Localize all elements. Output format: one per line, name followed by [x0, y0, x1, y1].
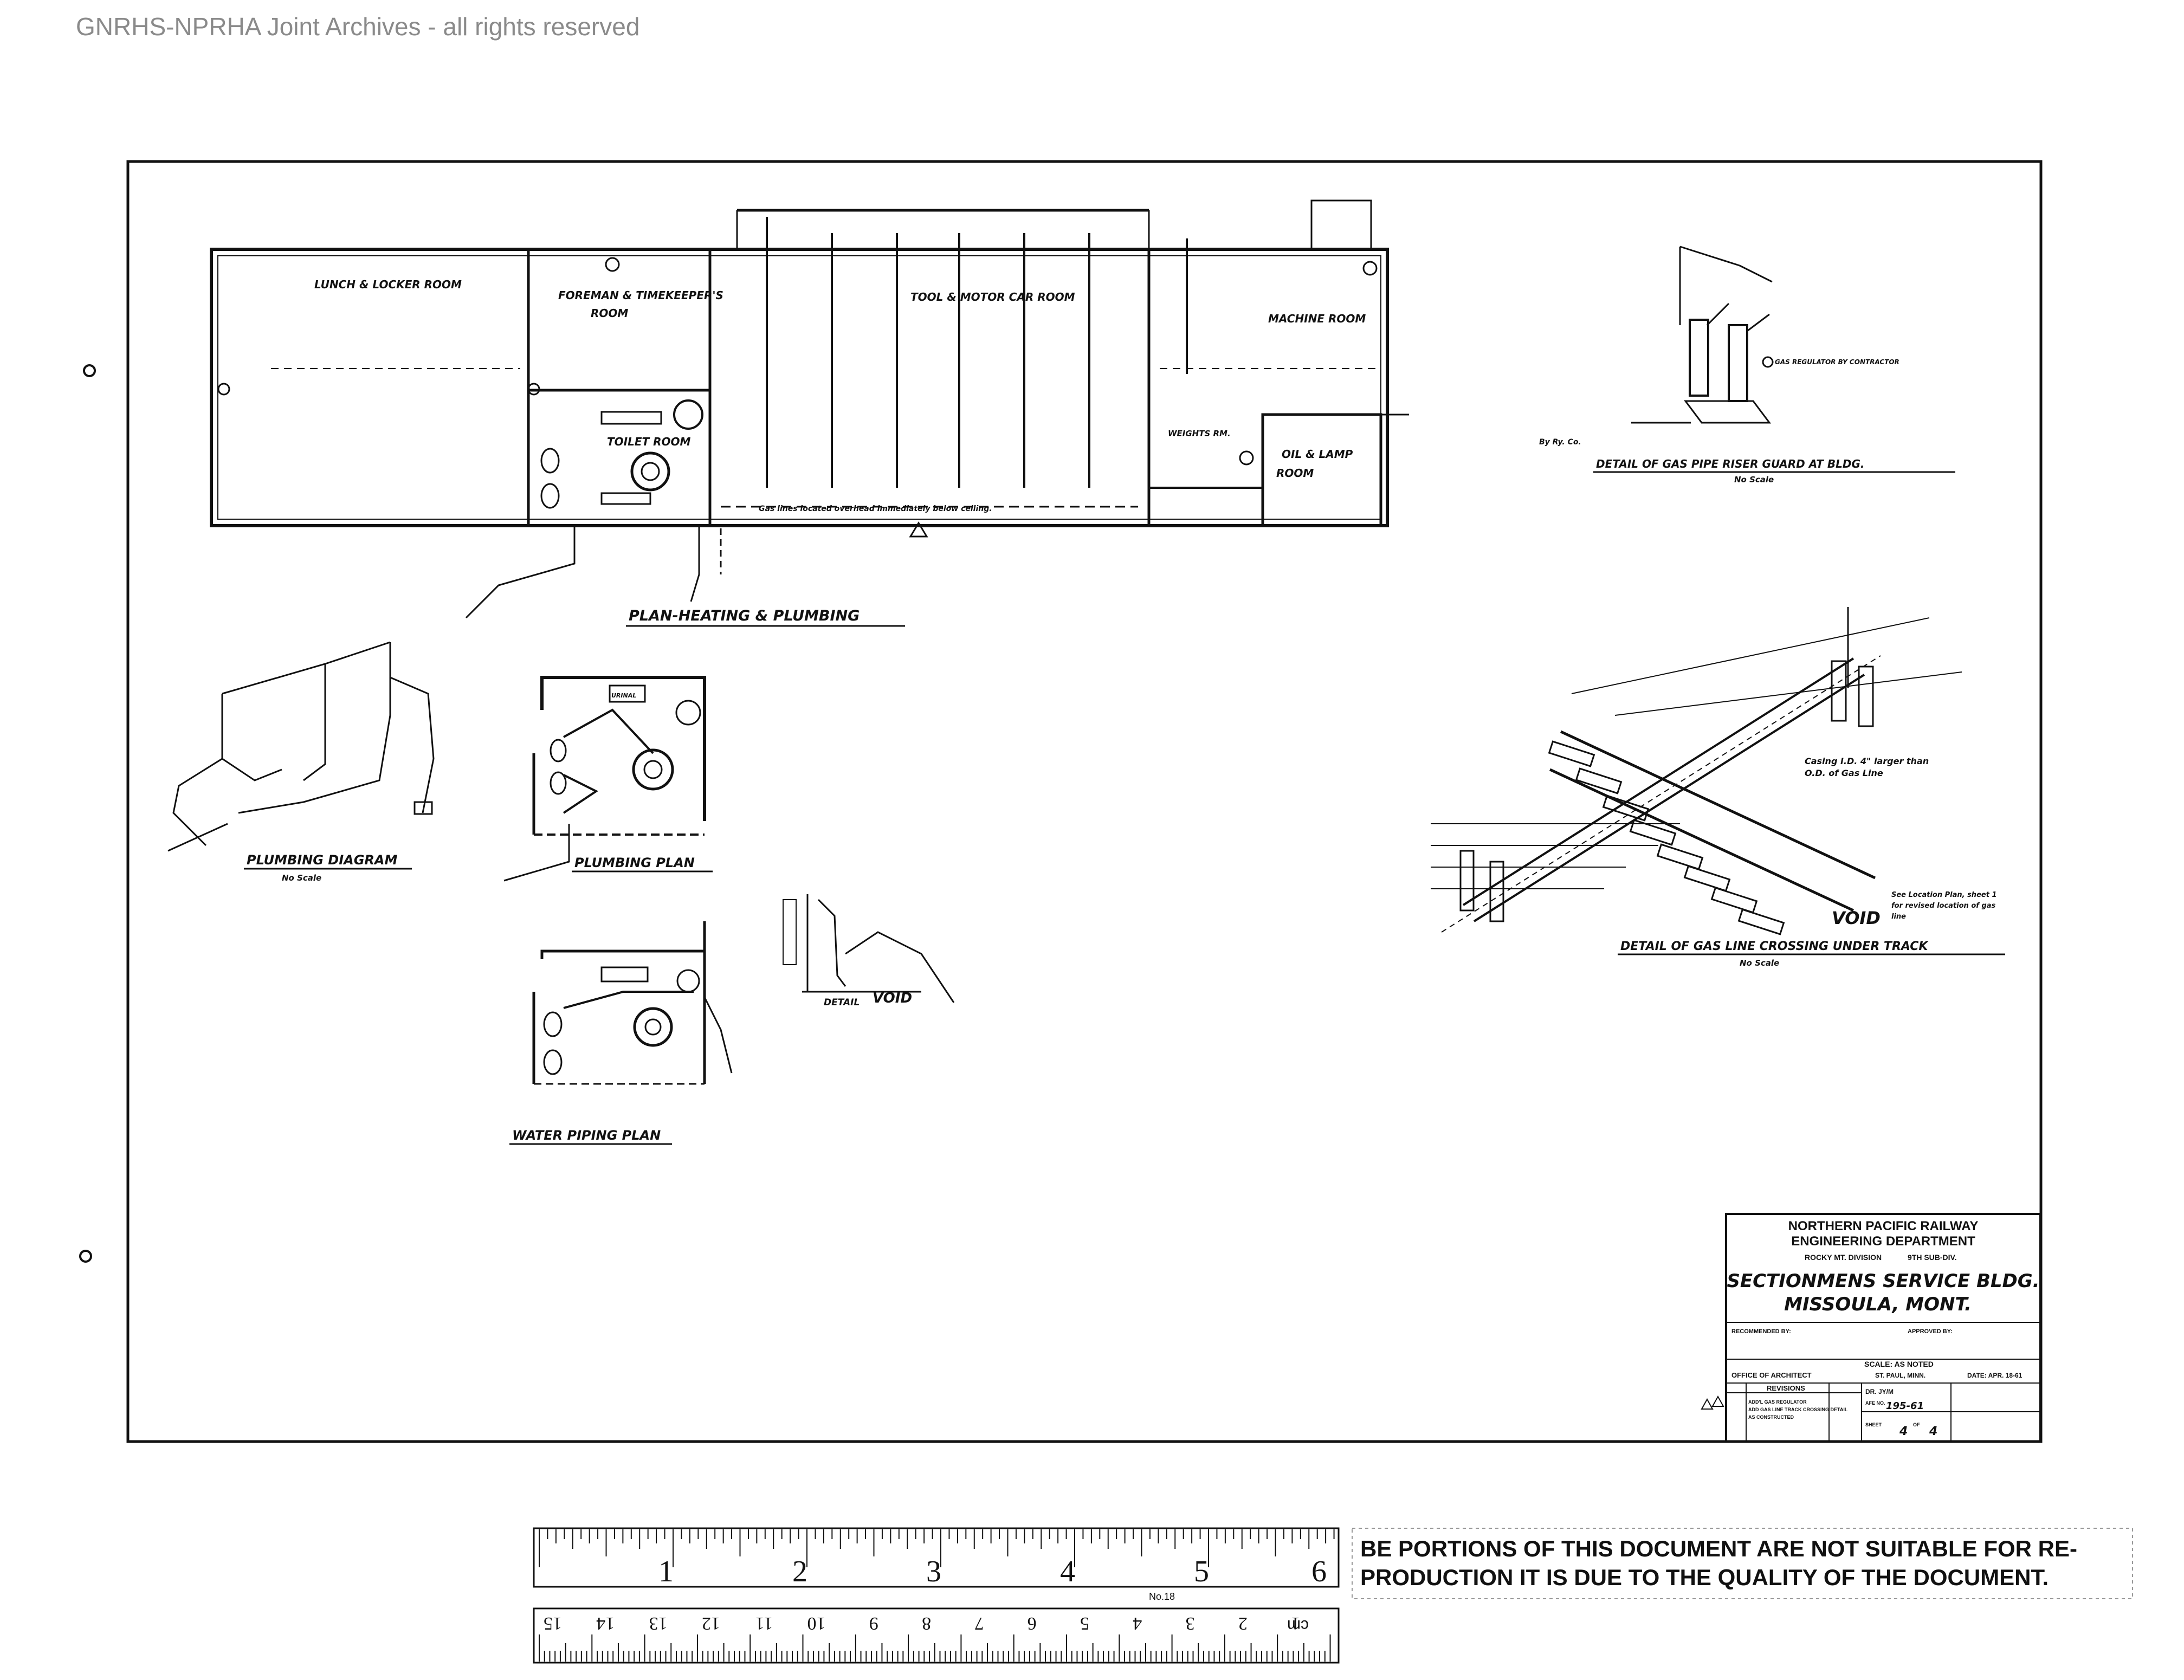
riser-guard-regulator-note: GAS REGULATOR BY CONTRACTOR: [1775, 358, 1899, 366]
room-label-tool-motor-car: TOOL & MOTOR CAR ROOM: [910, 290, 1075, 303]
title-block-building: SECTIONMENS SERVICE BLDG.: [1727, 1270, 2039, 1292]
plan-heating-plumbing: [210, 199, 1409, 619]
ruler-inch-label-6: 6: [1311, 1555, 1327, 1588]
ruler-cm-label: 9: [869, 1613, 878, 1633]
plumbing-plan-title: PLUMBING PLAN: [574, 855, 695, 870]
title-block-revision-row-2: ADD GAS LINE TRACK CROSSING DETAIL: [1748, 1407, 1848, 1412]
room-label-lunch-locker: LUNCH & LOCKER ROOM: [314, 278, 462, 291]
room-label-oil-lamp-room: ROOM: [1276, 467, 1314, 480]
title-block-date: DATE: APR. 18-61: [1967, 1372, 2023, 1379]
ruler-inch-label-5: 5: [1194, 1555, 1209, 1588]
gas-crossing-title: DETAIL OF GAS LINE CROSSING UNDER TRACK: [1620, 940, 1929, 953]
ruler-cm-label: 14: [596, 1613, 615, 1633]
gas-crossing-casing-note-2: O.D. of Gas Line: [1805, 768, 1883, 778]
small-detail: [783, 894, 955, 1003]
title-block-sheet-number: 4: [1899, 1425, 1908, 1438]
detail-void-label: VOID: [873, 990, 912, 1006]
title-block-scale: SCALE: AS NOTED: [1864, 1360, 1934, 1368]
title-block-office: OFFICE OF ARCHITECT: [1731, 1371, 1812, 1379]
title-block-of-label: OF: [1913, 1422, 1920, 1427]
gas-crossing-location-note-1: See Location Plan, sheet 1: [1891, 891, 1997, 899]
ruler-cm-label: 5: [1080, 1613, 1089, 1633]
title-block-subdivision: 9TH SUB-DIV.: [1908, 1253, 1957, 1262]
plumbing-diagram-scale: No Scale: [282, 873, 321, 883]
ruler-cm-labels: 15 14 13 12 11 10 9 8 7 6 5 4 3 2 1: [544, 1613, 1300, 1633]
riser-guard-scale: No Scale: [1734, 475, 1774, 484]
title-block-total-sheets: 4: [1929, 1425, 1937, 1438]
title-block: [1725, 1213, 2041, 1443]
scan-mark: [79, 1250, 92, 1263]
plumbing-diagram-title: PLUMBING DIAGRAM: [247, 852, 397, 868]
title-block-sheet-label: SHEET: [1865, 1422, 1882, 1427]
ruler-inch-label-2: 2: [792, 1555, 807, 1588]
detail-label: DETAIL: [824, 997, 860, 1008]
gas-crossing-detail: [1431, 607, 1962, 935]
plumbing-plan: [503, 676, 706, 882]
title-block-drawn-by: DR. JY/M: [1865, 1388, 1894, 1395]
ruler-cm-unit: cm: [1287, 1617, 1309, 1634]
ruler-cm-label: 10: [807, 1613, 826, 1633]
ruler-inch-label-1: 1: [658, 1555, 674, 1588]
plan-title: PLAN-HEATING & PLUMBING: [629, 608, 860, 624]
title-block-afe-number: 195-61: [1886, 1400, 1924, 1412]
ruler-cm-label: 13: [649, 1613, 668, 1633]
ruler-cm-label: 3: [1186, 1613, 1195, 1633]
gas-crossing-casing-note-1: Casing I.D. 4" larger than: [1805, 756, 1929, 766]
ruler-cm-label: 4: [1133, 1613, 1142, 1633]
title-block-company: NORTHERN PACIFIC RAILWAY: [1788, 1219, 1979, 1233]
ruler-cm-label: 11: [755, 1613, 773, 1633]
ruler-cm-label: 1: [1291, 1613, 1300, 1633]
riser-guard-detail: [1631, 245, 1774, 424]
gas-crossing-void-label: VOID: [1832, 908, 1881, 928]
plan-note-weights-room: WEIGHTS RM.: [1168, 429, 1231, 438]
room-label-toilet: TOILET ROOM: [607, 435, 691, 448]
water-piping-plan: [532, 921, 733, 1085]
quality-stamp-line-1: BE PORTIONS OF THIS DOCUMENT ARE NOT SUI…: [1360, 1536, 2077, 1561]
ruler-cm-label: 2: [1238, 1613, 1248, 1633]
ruler-inch-label-3: 3: [926, 1555, 941, 1588]
plumbing-plan-urinal-label: URINAL: [611, 692, 636, 699]
gas-crossing-scale: No Scale: [1740, 958, 1779, 968]
ruler-cm-label: 6: [1028, 1613, 1037, 1633]
ruler-cm-ticks: [539, 1634, 1331, 1662]
revision-triangles: [1701, 1395, 1724, 1410]
drawing-border: [126, 160, 2043, 1443]
gas-crossing-location-note-3: line: [1891, 913, 1906, 921]
riser-guard-by-railway: By Ry. Co.: [1539, 438, 1581, 447]
quality-stamp-line-2: PRODUCTION IT IS DUE TO THE QUALITY OF T…: [1360, 1565, 2049, 1590]
ruler-inch-label-4: 4: [1060, 1555, 1075, 1588]
title-block-division: ROCKY MT. DIVISION: [1805, 1253, 1882, 1262]
title-block-afe-label: AFE NO.: [1865, 1400, 1885, 1406]
plan-note-gas-lines: Gas lines located overhead immediately b…: [759, 505, 992, 513]
title-block-revision-row-1: ADD'L GAS REGULATOR: [1748, 1399, 1807, 1405]
ruler-cm-label: 12: [702, 1613, 720, 1633]
title-block-approved-by: APPROVED BY:: [1908, 1328, 1953, 1335]
ruler-brand: No.18: [1149, 1591, 1175, 1602]
title-block-revisions-label: REVISIONS: [1767, 1384, 1805, 1392]
title-block-location: MISSOULA, MONT.: [1784, 1294, 1972, 1315]
scan-mark: [83, 364, 96, 377]
ruler-cm-label: 8: [922, 1613, 931, 1633]
title-block-revision-row-3: AS CONSTRUCTED: [1748, 1414, 1794, 1420]
title-block-city: ST. PAUL, MINN.: [1875, 1372, 1925, 1379]
title-block-recommended-by: RECOMMENDED BY:: [1731, 1328, 1791, 1335]
title-block-department: ENGINEERING DEPARTMENT: [1791, 1234, 1975, 1249]
ruler-cm-label: 15: [544, 1613, 562, 1633]
plan-room-labels: LUNCH & LOCKER ROOM FOREMAN & TIMEKEEPER…: [314, 278, 1366, 627]
riser-guard-title: DETAIL OF GAS PIPE RISER GUARD AT BLDG.: [1596, 457, 1865, 470]
room-label-machine: MACHINE ROOM: [1268, 312, 1366, 325]
room-label-oil-lamp: OIL & LAMP: [1282, 448, 1353, 461]
plumbing-diagram: [167, 641, 435, 852]
water-piping-plan-title: WATER PIPING PLAN: [512, 1128, 661, 1143]
archive-watermark-note: GNRHS-NPRHA Joint Archives - all rights …: [76, 12, 640, 41]
gas-crossing-location-note-2: for revised location of gas: [1891, 902, 1996, 910]
room-label-foreman: FOREMAN & TIMEKEEPER'S: [558, 289, 723, 302]
room-label-foreman-room: ROOM: [591, 307, 628, 320]
ruler-cm-label: 7: [974, 1613, 984, 1633]
quality-stamp: BE PORTIONS OF THIS DOCUMENT ARE NOT SUI…: [1352, 1528, 2133, 1599]
ruler-inch-ticks: [539, 1529, 1335, 1567]
